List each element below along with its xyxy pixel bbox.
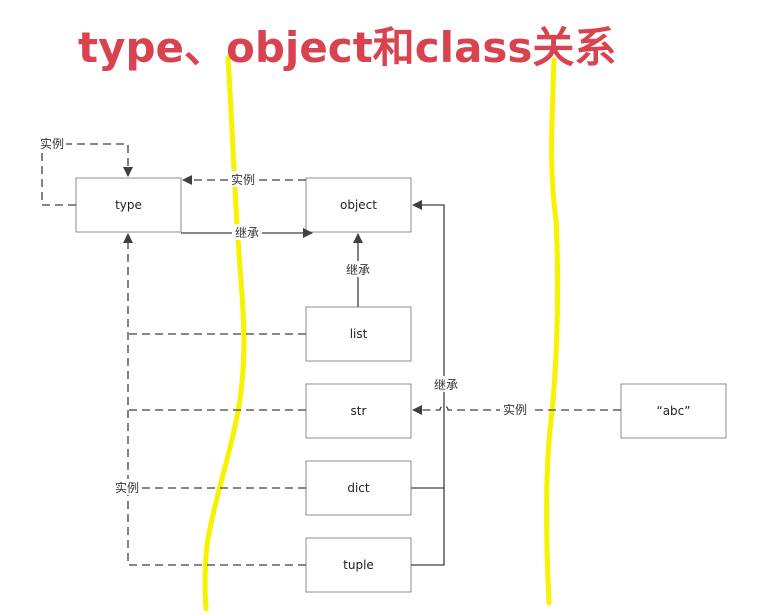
node-list-label: list [350, 327, 368, 341]
node-object-label: object [340, 198, 377, 212]
label-type-self-instance: 实例 [40, 136, 64, 151]
label-builtins-inherit-object: 继承 [434, 378, 458, 392]
node-dict-label: dict [347, 481, 370, 495]
node-list: list [305, 306, 412, 362]
node-dict: dict [305, 460, 412, 516]
node-abc: “abc” [620, 383, 727, 439]
node-str-label: str [351, 404, 367, 418]
label-type-inherits-object: 继承 [235, 226, 259, 240]
node-tuple-label: tuple [343, 558, 374, 572]
label-type-object-instance: 实例 [231, 172, 255, 187]
label-builtins-instance-type: 实例 [115, 480, 139, 495]
label-abc-instance-str: 实例 [503, 402, 527, 417]
node-type: type [75, 177, 182, 233]
node-object: object [305, 177, 412, 233]
highlight-stroke-left [202, 55, 247, 612]
node-abc-label: “abc” [656, 404, 690, 418]
node-tuple: tuple [305, 537, 412, 593]
label-list-inherits-object: 继承 [346, 263, 370, 277]
page-title: type、object和class关系 [78, 23, 617, 72]
edge-builtins-instance-type [123, 233, 306, 566]
edge-abc-instance-str [412, 405, 621, 415]
node-type-label: type [115, 198, 142, 212]
node-str: str [305, 383, 412, 439]
highlight-stroke-right [544, 57, 561, 606]
